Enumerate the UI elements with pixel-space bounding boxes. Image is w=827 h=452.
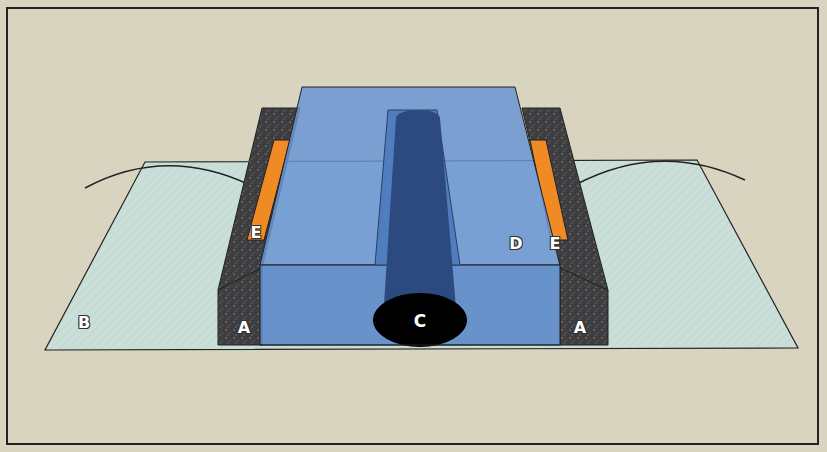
ground-curve [85, 166, 250, 188]
part-letter: D [509, 236, 522, 252]
pipe-end [373, 293, 467, 347]
gravel-block [218, 268, 262, 345]
part-letter: A [574, 320, 586, 336]
pipe-body [383, 118, 457, 320]
pipe-far-end [396, 110, 440, 126]
part-letter: B [78, 315, 90, 331]
frame [7, 8, 818, 444]
part-letter: C [414, 313, 426, 329]
part-letter: E [251, 225, 262, 241]
gravel-block [560, 268, 608, 345]
part-letter: E [550, 236, 561, 252]
part-letter: A [238, 320, 250, 336]
ground-curve [575, 161, 745, 185]
